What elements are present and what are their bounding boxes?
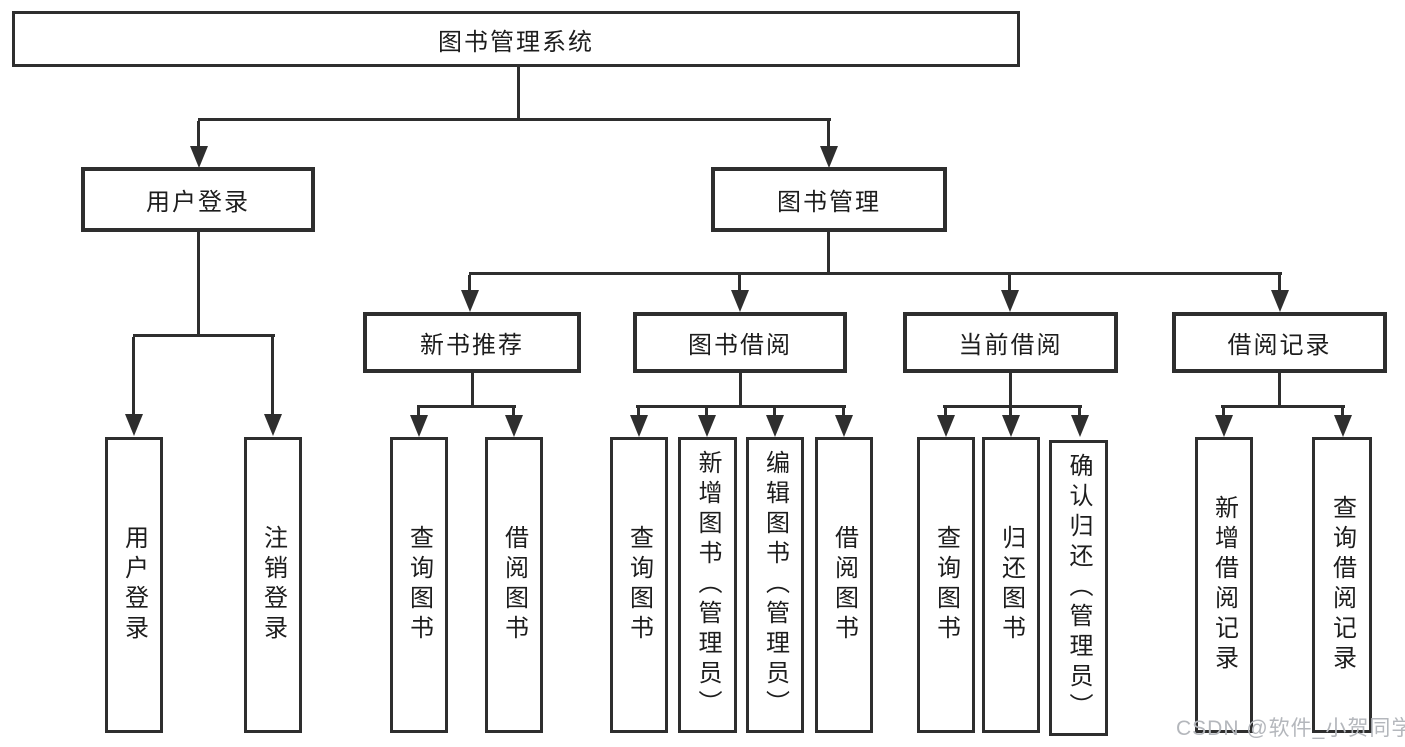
connector-arrow-down	[766, 408, 784, 437]
connector-vline	[471, 373, 474, 407]
watermark: CSDN @软件_小贺同学	[1176, 717, 1405, 740]
connector-vline	[827, 231, 830, 274]
connector-vline	[1278, 373, 1281, 407]
node-label: 编辑图书（管理员）	[761, 450, 789, 720]
connector-arrow-down	[125, 337, 143, 436]
connector-hline	[1221, 405, 1345, 408]
connector-hline	[943, 405, 1082, 408]
leaf-user-login: 用户登录	[105, 437, 163, 733]
connector-arrow-down	[190, 121, 208, 168]
connector-arrow-down	[1002, 408, 1020, 437]
leaf-borrow-books: 借阅图书	[815, 437, 873, 733]
connector-arrow-down	[505, 408, 523, 437]
node-label: 查询借阅记录	[1328, 495, 1356, 675]
node-label: 借阅图书	[830, 525, 858, 645]
connector-arrow-down	[1215, 408, 1233, 437]
node-user-login: 用户登录	[81, 167, 315, 232]
node-new-book-recommend: 新书推荐	[363, 312, 581, 373]
node-label: 图书管理	[777, 189, 881, 216]
connector-arrow-down	[731, 275, 749, 312]
connector-hline	[417, 405, 516, 408]
node-label: 图书管理系统	[438, 28, 594, 56]
connector-arrow-down	[835, 408, 853, 437]
node-label: 查询图书	[405, 525, 433, 645]
node-label: 借阅图书	[500, 525, 528, 645]
node-book-borrow: 图书借阅	[633, 312, 847, 373]
node-label: 归还图书	[997, 525, 1025, 645]
connector-arrow-down	[1001, 275, 1019, 312]
connector-vline	[1009, 373, 1012, 407]
node-label: 借阅记录	[1227, 332, 1332, 359]
node-label: 新增图书（管理员）	[694, 450, 721, 720]
leaf-logout: 注销登录	[244, 437, 302, 733]
leaf-add-borrow-record: 新增借阅记录	[1195, 437, 1253, 733]
leaf-add-book-admin: 新增图书（管理员）	[678, 437, 737, 733]
node-root: 图书管理系统	[12, 11, 1020, 67]
leaf-confirm-return-admin: 确认归还（管理员）	[1049, 440, 1108, 736]
node-label: 注销登录	[259, 525, 287, 645]
connector-vline	[739, 373, 742, 407]
connector-hline	[198, 118, 831, 121]
node-label: 查询图书	[932, 525, 960, 645]
connector-arrow-down	[1334, 408, 1352, 437]
connector-arrow-down	[937, 408, 955, 437]
node-label: 新增借阅记录	[1210, 495, 1238, 675]
node-borrow-records: 借阅记录	[1172, 312, 1387, 373]
leaf-query-books-borrow: 查询图书	[610, 437, 668, 733]
node-label: 确认归还（管理员）	[1065, 453, 1092, 723]
node-label: 新书推荐	[420, 332, 524, 359]
connector-arrow-down	[410, 408, 428, 437]
node-current-borrow: 当前借阅	[903, 312, 1118, 373]
leaf-query-books-current: 查询图书	[917, 437, 975, 733]
connector-vline	[197, 231, 200, 335]
connector-hline	[636, 405, 846, 408]
connector-arrow-down	[820, 121, 838, 168]
connector-arrow-down	[1071, 408, 1089, 437]
connector-arrow-down	[1271, 275, 1289, 312]
leaf-borrow-books-recommend: 借阅图书	[485, 437, 543, 733]
leaf-query-books-recommend: 查询图书	[390, 437, 448, 733]
connector-arrow-down	[264, 337, 282, 436]
connector-arrow-down	[630, 408, 648, 437]
node-label: 图书借阅	[688, 332, 792, 359]
node-label: 当前借阅	[958, 332, 1063, 359]
connector-hline	[133, 334, 275, 337]
node-label: 用户登录	[146, 189, 250, 216]
connector-hline	[469, 272, 1282, 275]
node-label: 查询图书	[625, 525, 653, 645]
node-label: 用户登录	[120, 525, 148, 645]
node-book-management: 图书管理	[711, 167, 947, 232]
connector-arrow-down	[698, 408, 716, 437]
connector-arrow-down	[461, 275, 479, 312]
leaf-edit-book-admin: 编辑图书（管理员）	[746, 437, 804, 733]
leaf-query-borrow-record: 查询借阅记录	[1312, 437, 1372, 733]
connector-vline	[517, 66, 520, 120]
leaf-return-book: 归还图书	[982, 437, 1040, 733]
